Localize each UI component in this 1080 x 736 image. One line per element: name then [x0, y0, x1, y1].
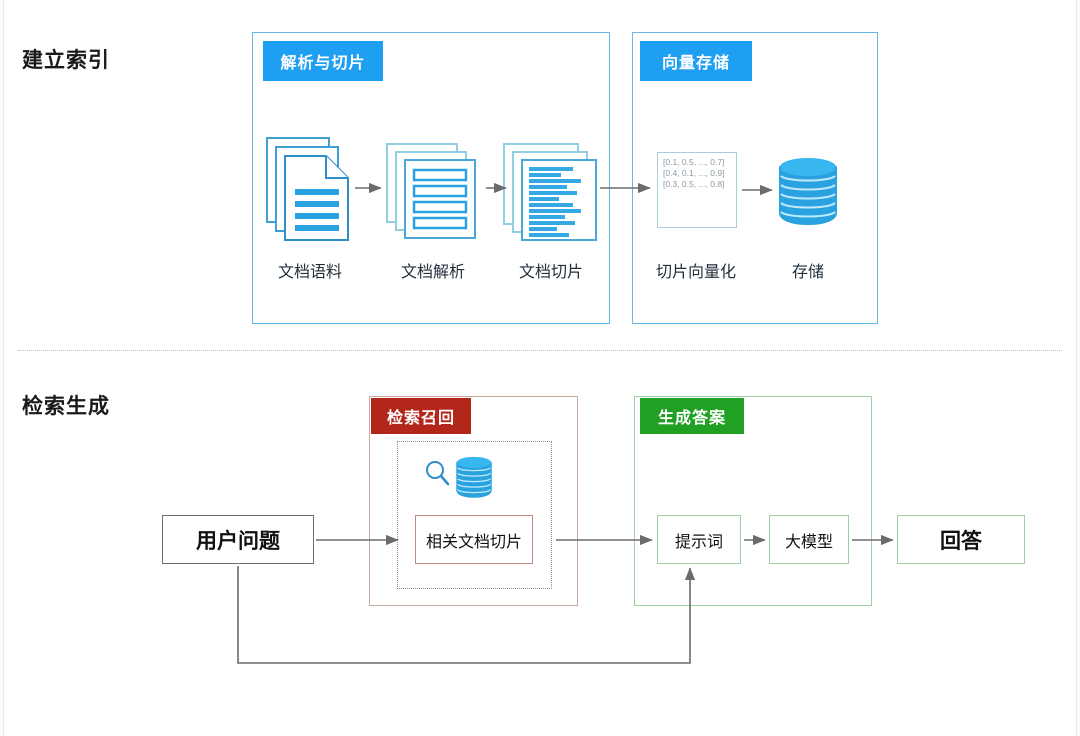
documents-stack-icon: [266, 137, 349, 241]
caption-store: 存储: [791, 264, 824, 281]
box-llm[interactable]: 大模型: [769, 515, 849, 564]
vector-line-3: [0.3, 0.5, ..., 0.8]: [663, 179, 725, 189]
section-title-retrieval: 检索生成: [22, 395, 110, 418]
canvas-left-edge: [3, 0, 4, 736]
caption-vectorize: 切片向量化: [655, 264, 736, 281]
box-user-question[interactable]: 用户问题: [162, 515, 314, 564]
panel-tag-parse-chunk: 解析与切片: [263, 41, 383, 81]
panel-tag-generate-answer: 生成答案: [640, 398, 744, 434]
section-divider: [18, 350, 1062, 351]
database-icon-recall: [456, 456, 492, 498]
box-prompt[interactable]: 提示词: [657, 515, 741, 564]
vector-values-icon: [0.1, 0.5, ..., 0.7] [0.4, 0.1, ..., 0.9…: [657, 152, 737, 228]
panel-tag-retrieve-recall: 检索召回: [371, 398, 471, 434]
canvas-right-edge: [1076, 0, 1077, 736]
vector-line-2: [0.4, 0.1, ..., 0.9]: [663, 168, 725, 178]
database-icon: [779, 158, 837, 226]
chunked-pages-icon: [503, 143, 597, 241]
box-answer[interactable]: 回答: [897, 515, 1025, 564]
section-title-index: 建立索引: [22, 49, 110, 72]
caption-corpus: 文档语料: [277, 264, 342, 281]
panel-tag-vector-store: 向量存储: [640, 41, 752, 81]
parsed-pages-icon: [386, 143, 476, 239]
search-icon: [426, 461, 450, 486]
caption-chunk: 文档切片: [518, 264, 583, 281]
caption-parse: 文档解析: [400, 264, 465, 281]
box-relevant-chunks[interactable]: 相关文档切片: [415, 515, 533, 564]
vector-line-1: [0.1, 0.5, ..., 0.7]: [663, 157, 725, 167]
